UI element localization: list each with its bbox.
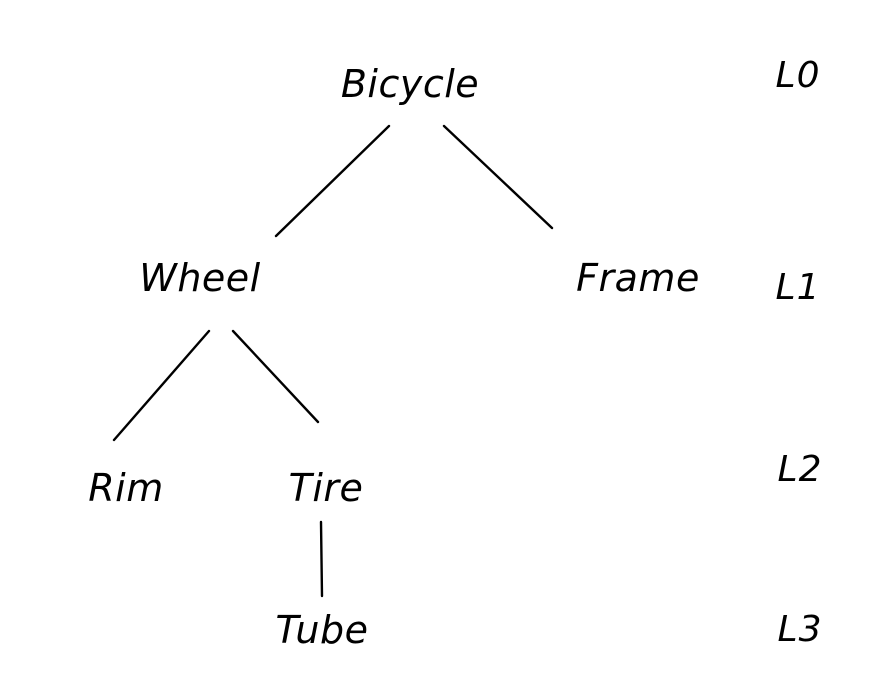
edge-wheel-tire [231,329,320,424]
level-label-l2: L2 [777,449,823,490]
edge-bicycle-wheel [274,124,391,238]
node-frame[interactable]: Frame [576,256,700,300]
level-label-l1: L1 [775,267,821,308]
node-tube[interactable]: Tube [275,608,369,652]
node-rim[interactable]: Rim [88,466,164,510]
node-tire[interactable]: Tire [288,466,364,510]
level-label-l3: L3 [777,609,823,650]
edge-wheel-rim [112,329,211,442]
node-wheel[interactable]: Wheel [139,256,261,300]
node-bicycle[interactable]: Bicycle [340,62,480,106]
edge-bicycle-frame [442,124,554,230]
edge-tire-tube [319,520,324,598]
level-label-l0: L0 [775,55,821,96]
